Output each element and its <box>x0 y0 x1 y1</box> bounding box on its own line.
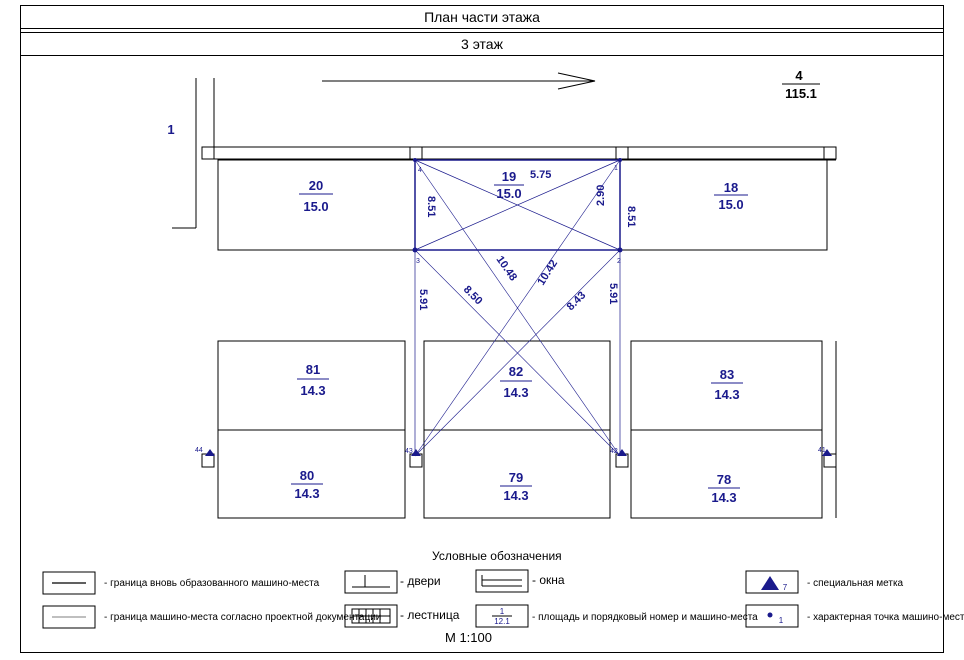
space-area-81: 14.3 <box>300 383 325 398</box>
space-area-19: 15.0 <box>496 186 521 201</box>
dim-top: 5.75 <box>530 169 551 181</box>
dim-right: 8.51 <box>625 206 637 227</box>
point-41: 41 <box>818 447 826 454</box>
point-3: 3 <box>416 258 420 265</box>
dim-inner: 2.90 <box>595 185 607 206</box>
space-area-20: 15.0 <box>303 199 328 214</box>
legend-new-boundary: - граница вновь образованного машино-мес… <box>104 578 320 589</box>
column <box>823 146 837 160</box>
floor-title: 3 этаж <box>20 32 944 56</box>
legend-point-num: 1 <box>779 616 784 625</box>
space-num-19: 19 <box>502 169 516 184</box>
floor-ref-area: 115.1 <box>785 86 817 101</box>
space-area-79: 14.3 <box>503 488 528 503</box>
space-num-80: 80 <box>300 468 314 483</box>
space-num-78: 78 <box>717 472 731 487</box>
point-4: 4 <box>418 167 422 174</box>
space-num-79: 79 <box>509 470 523 485</box>
point-1: 1 <box>614 165 618 172</box>
space-area-80: 14.3 <box>294 486 319 501</box>
space-19-outline <box>414 159 621 251</box>
space-num-18: 18 <box>724 180 738 195</box>
special-mark-43 <box>411 449 421 456</box>
special-mark-44 <box>205 449 215 456</box>
dim-vert-right: 5.91 <box>607 283 619 304</box>
top-wall <box>201 146 837 160</box>
legend-sample-num: 1 <box>500 607 505 616</box>
special-mark-41 <box>822 449 832 456</box>
point-2: 2 <box>617 258 621 265</box>
legend-doors: - двери <box>400 574 441 588</box>
legend-mark-num: 7 <box>783 583 788 592</box>
special-mark-42 <box>617 449 627 456</box>
column <box>409 146 423 160</box>
special-mark-legend-icon <box>761 576 779 590</box>
point-43: 43 <box>405 448 413 455</box>
dim-vert-left: 5.91 <box>417 289 429 310</box>
column <box>201 146 215 160</box>
dim-diag-2: 10.42 <box>535 258 560 288</box>
space-area-83: 14.3 <box>714 387 739 402</box>
dim-diag-3: 8.50 <box>461 284 485 308</box>
dim-left: 8.51 <box>425 196 437 217</box>
legend-project-boundary: - граница машино-места согласно проектно… <box>104 612 382 623</box>
column <box>615 146 629 160</box>
space-area-78: 14.3 <box>711 490 736 505</box>
direction-arrow-head <box>557 72 596 90</box>
space-area-18: 15.0 <box>718 197 743 212</box>
space-num-81: 81 <box>306 362 320 377</box>
dim-diag-4: 8.43 <box>565 289 589 313</box>
building-number: 1 <box>167 122 174 137</box>
legend-sample-area: 12.1 <box>494 617 510 626</box>
scale-label: М 1:100 <box>445 630 492 645</box>
space-num-20: 20 <box>309 178 323 193</box>
legend-title: Условные обозначения <box>432 549 562 563</box>
space-area-82: 14.3 <box>503 385 528 400</box>
legend-area-number: - площадь и порядковый номер и машино-ме… <box>532 612 758 623</box>
point-44: 44 <box>195 447 203 454</box>
legend-windows: - окна <box>532 573 565 587</box>
space-num-82: 82 <box>509 364 523 379</box>
point-42: 42 <box>610 448 618 455</box>
legend-special-mark: - специальная метка <box>807 578 904 589</box>
legend-stairs: - лестница <box>400 608 460 622</box>
point-legend-icon <box>767 612 773 618</box>
page-title: План части этажа <box>20 5 944 29</box>
legend-characteristic-point: - характерная точка машино-места <box>807 612 964 623</box>
space-num-83: 83 <box>720 367 734 382</box>
floor-ref-num: 4 <box>795 68 803 83</box>
